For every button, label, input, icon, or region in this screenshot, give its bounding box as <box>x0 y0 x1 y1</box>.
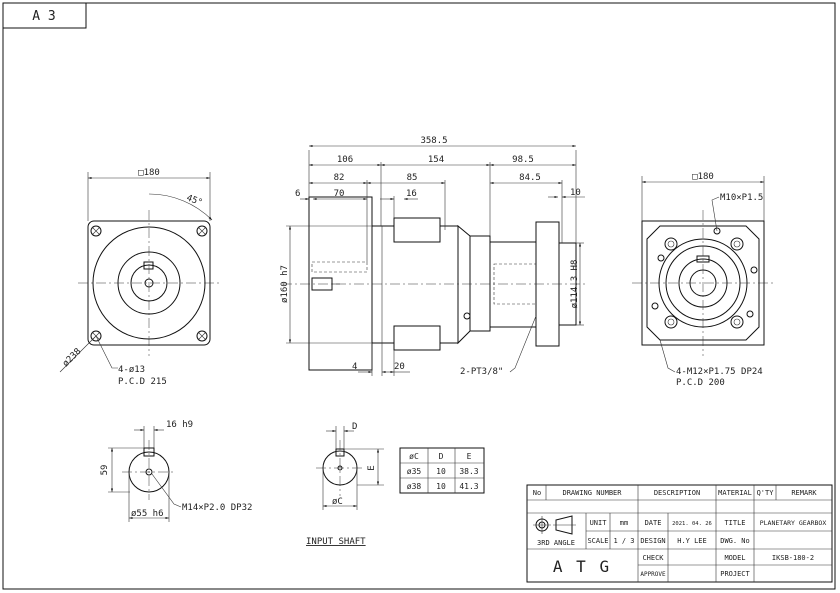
tb-design-label: DESIGN <box>640 537 665 545</box>
table-header-c: øC <box>409 452 419 461</box>
tb-unit-value: mm <box>620 519 628 527</box>
side-port-note: 2-PT3/8" <box>460 367 503 377</box>
side-dim-85: 85 <box>407 173 418 183</box>
sheet-size-label: A 3 <box>32 9 55 24</box>
output-key-dim: 16 h9 <box>166 420 193 430</box>
table-header-e: E <box>467 452 472 461</box>
side-dim-84-5: 84.5 <box>519 173 541 183</box>
tb-approve-label: APPROVE <box>640 571 666 578</box>
rear-view: □180 M10×P1.5 4-M12×P1.75 DP24 P.C.D 200 <box>632 172 774 388</box>
side-pilot-left-dim: ø160 h7 <box>280 265 290 303</box>
side-dim-10: 10 <box>570 188 581 198</box>
output-shaft-view: 16 h9 59 ø55 h6 M14×P2.0 DP32 <box>100 420 252 522</box>
input-flange-plate <box>308 196 373 371</box>
output-tap-note: M14×P2.0 DP32 <box>182 503 252 513</box>
front-holes-note: 4-ø13 <box>118 365 145 375</box>
tb-description: DESCRIPTION <box>654 489 700 497</box>
input-e-label: E <box>367 465 377 470</box>
rear-square-dim: □180 <box>692 172 714 182</box>
table-cell: 10 <box>436 482 446 491</box>
table-cell: ø35 <box>407 467 422 476</box>
front-angle-dim: 45° <box>185 193 204 208</box>
side-dim-70: 70 <box>334 189 345 199</box>
input-shaft-title: INPUT SHAFT <box>306 537 366 547</box>
side-dim-154: 154 <box>428 155 444 165</box>
tb-date-value: 2021. 04. 26 <box>672 521 712 527</box>
tb-dwg-label: DWG. No <box>720 537 750 545</box>
input-shaft-table: øC D E ø35 10 38.3 ø38 10 41.3 <box>399 447 485 494</box>
tb-scale-label: SCALE <box>587 537 608 545</box>
output-dia-dim: ø55 h6 <box>131 509 164 519</box>
sheet-size-box <box>2 2 87 29</box>
rear-tapped-holes <box>651 227 758 329</box>
front-view: □180 45° ø238 4-ø13 P.C.D 215 <box>59 168 222 387</box>
front-square-dim: □180 <box>138 168 160 178</box>
tb-title-value: PLANETARY GEARBOX <box>760 519 827 527</box>
tb-project-label: PROJECT <box>720 570 750 578</box>
front-pcd-note: P.C.D 215 <box>118 377 167 387</box>
gear-housing <box>457 224 471 345</box>
side-dim-98-5: 98.5 <box>512 155 534 165</box>
tb-projection: 3RD ANGLE <box>537 539 575 547</box>
tb-date-label: DATE <box>645 519 662 527</box>
side-dim-106: 106 <box>337 155 353 165</box>
side-view: 358.5 106 154 98.5 82 85 84.5 6 70 16 10… <box>280 136 585 377</box>
output-dim-59: 59 <box>100 465 110 476</box>
table-cell: 38.3 <box>459 467 478 476</box>
tb-design-value: H.Y LEE <box>677 537 707 545</box>
tb-scale-value: 1 / 3 <box>613 537 634 545</box>
tb-remark: REMARK <box>791 489 817 497</box>
table-cell: 41.3 <box>459 482 478 491</box>
front-diag-dim: ø238 <box>61 347 83 369</box>
tb-material: MATERIAL <box>718 489 752 497</box>
side-dim-16: 16 <box>406 189 417 199</box>
side-dim-4: 4 <box>352 362 357 372</box>
title-block: No DRAWING NUMBER DESCRIPTION MATERIAL Q… <box>526 484 833 583</box>
side-pilot-right-dim: ø114.3 H8 <box>570 260 580 309</box>
tb-unit-label: UNIT <box>590 519 608 527</box>
tb-title-label: TITLE <box>724 519 745 527</box>
tb-model-value: IKSB-180-2 <box>772 554 814 562</box>
tb-check-label: CHECK <box>642 554 664 562</box>
input-shaft-view: D E øC INPUT SHAFT øC D E ø35 10 38.3 ø3… <box>306 422 485 547</box>
tb-model-label: MODEL <box>724 554 745 562</box>
third-angle-projection-icon <box>533 515 576 535</box>
side-dim-20: 20 <box>394 362 405 372</box>
front-key <box>143 261 154 270</box>
motor-adapter <box>371 225 459 344</box>
rear-pcd-note: P.C.D 200 <box>676 378 725 388</box>
tb-qty: Q'TY <box>757 489 775 497</box>
rear-taps-note: 4-M12×P1.75 DP24 <box>676 367 763 377</box>
side-dim-6: 6 <box>295 189 300 199</box>
table-cell: 10 <box>436 467 446 476</box>
tb-no: No <box>533 489 541 497</box>
input-d-label: D <box>352 422 357 432</box>
tb-drawing-number: DRAWING NUMBER <box>562 489 622 497</box>
side-overall-dim: 358.5 <box>420 136 447 146</box>
front-bolt-holes <box>90 225 208 342</box>
table-header-d: D <box>439 452 444 461</box>
table-cell: ø38 <box>407 482 422 491</box>
side-dim-82: 82 <box>334 173 345 183</box>
input-c-label: øC <box>332 497 343 507</box>
company-logo-text: A T G <box>553 557 611 576</box>
rear-tap-top-note: M10×P1.5 <box>720 193 763 203</box>
rear-housing-octagon <box>646 225 760 341</box>
